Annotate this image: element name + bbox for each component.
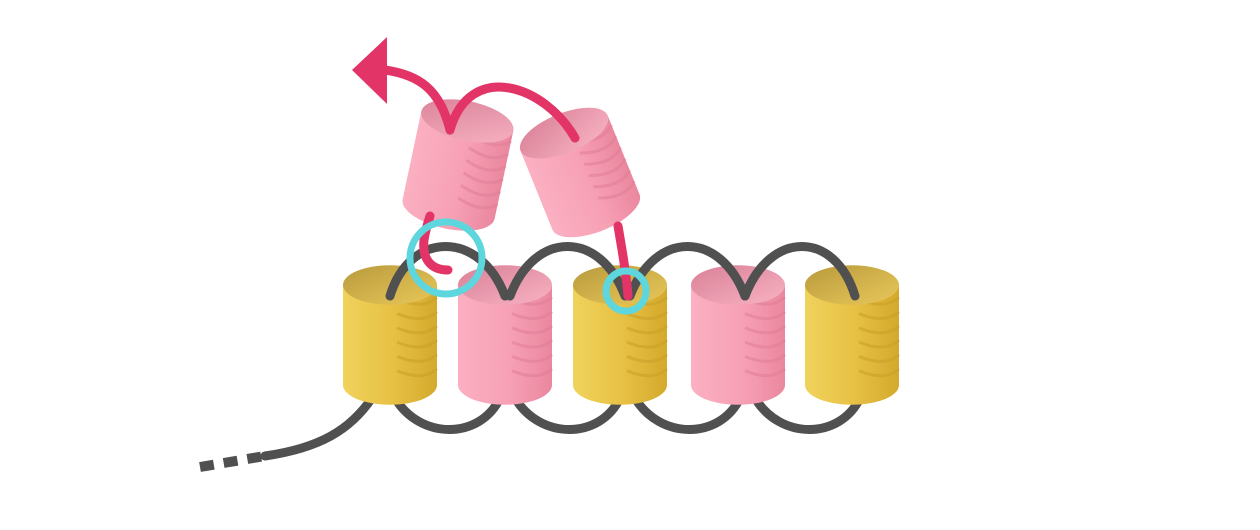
junction-circle-large bbox=[406, 218, 486, 298]
upper-helices bbox=[402, 99, 641, 238]
tail-linker bbox=[260, 393, 377, 461]
junction-circle-small bbox=[602, 267, 650, 315]
bottom-loop-4 bbox=[750, 393, 865, 434]
highlight-circles bbox=[406, 218, 650, 315]
magenta-stem bbox=[613, 221, 633, 301]
arrow-left-icon bbox=[352, 37, 387, 104]
upper-helix-right bbox=[519, 107, 641, 238]
top-loop-4 bbox=[740, 242, 860, 301]
bottom-loop-3 bbox=[630, 393, 745, 434]
bottom-loop-2 bbox=[510, 393, 625, 434]
chain-tail-dashes bbox=[199, 451, 266, 472]
top-loop-1 bbox=[385, 242, 510, 301]
bottom-linkers bbox=[260, 393, 865, 461]
magenta-arc bbox=[445, 82, 580, 143]
helix-1 bbox=[343, 265, 439, 405]
magenta-curl bbox=[380, 65, 455, 135]
magenta-path bbox=[380, 65, 633, 301]
magenta-hook bbox=[419, 211, 453, 275]
bottom-loop-1 bbox=[390, 393, 505, 434]
